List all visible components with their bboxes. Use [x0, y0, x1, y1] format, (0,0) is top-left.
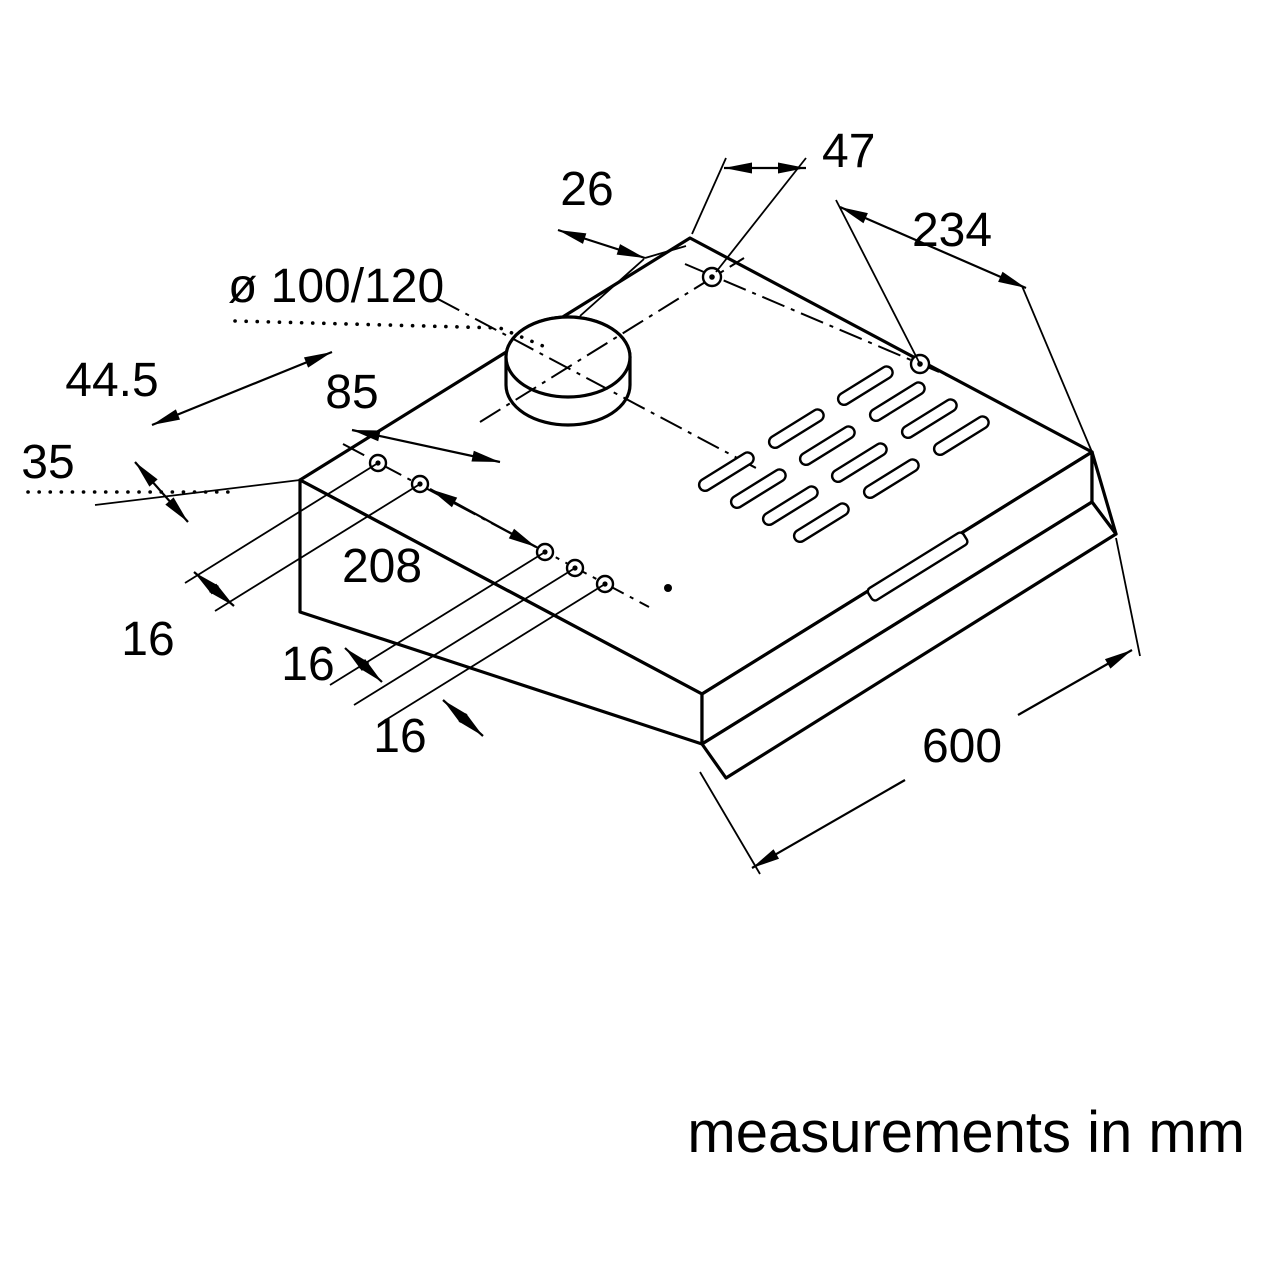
handle-slot-rect — [866, 531, 969, 602]
dim-208-label: 208 — [342, 540, 422, 593]
rear-holes-centerline — [684, 263, 959, 381]
centerline-end-dot — [664, 584, 672, 592]
dimension-44-5: 44.5 — [65, 350, 333, 427]
vent-slot — [798, 425, 856, 467]
dimension-85: 85 — [325, 366, 501, 464]
dim-16a-label: 16 — [121, 613, 174, 666]
dimension-16-group: 16 16 16 — [121, 462, 606, 763]
vent-slot — [868, 381, 926, 423]
vent-slot — [836, 365, 894, 407]
dim-47-ext-line — [715, 157, 807, 273]
dim-26-label: 26 — [560, 163, 613, 216]
vent-slot — [761, 485, 819, 527]
hole-ext-line — [214, 483, 421, 612]
dim-85-line — [351, 428, 501, 464]
dim-44-5-label: 44.5 — [65, 354, 158, 407]
collar-centerline-up — [479, 257, 745, 423]
hole-ext-line — [184, 462, 379, 584]
vent-slot — [900, 398, 958, 440]
vent-slot — [767, 408, 825, 450]
hole-ext-line — [353, 567, 576, 706]
dimension-234: 234 — [835, 199, 1093, 453]
dim-85-label: 85 — [325, 366, 378, 419]
dim-600-ext-line — [699, 771, 761, 875]
handle-slot — [866, 531, 969, 602]
vent-slot — [792, 502, 850, 544]
dim-600-line-right — [1017, 649, 1133, 716]
dim-26-line — [557, 228, 646, 260]
dim-208-line — [429, 488, 537, 548]
dim-234-ext-line — [1021, 285, 1093, 453]
dim-35-ext-line — [94, 479, 301, 506]
dim-47-ext-line — [691, 157, 727, 235]
hole-ext-line — [383, 583, 606, 722]
dim-44-5-line — [151, 350, 333, 427]
dim-35-label: 35 — [21, 436, 74, 489]
dim-600-line-left — [751, 779, 906, 869]
duct-collar — [504, 315, 632, 427]
dim-16c-label: 16 — [373, 710, 426, 763]
dim-16a-line — [193, 571, 235, 607]
vent-slot — [697, 451, 755, 493]
dim-35-line — [134, 461, 189, 523]
dim-47-label: 47 — [822, 125, 875, 178]
dim-16b-line — [344, 647, 383, 683]
dim-16b-label: 16 — [281, 638, 334, 691]
duct-collar-rim — [504, 315, 632, 399]
dimension-35: 35 — [21, 436, 301, 523]
dimension-208: 208 — [342, 488, 537, 593]
dim-600-ext-line — [1115, 537, 1141, 657]
dim-26-ext-line — [644, 245, 687, 259]
dimension-duct-diameter: ø 100/120 — [228, 260, 545, 348]
dim-26-ext-line — [579, 258, 645, 317]
vent-grille — [697, 365, 990, 544]
vent-slot — [862, 458, 920, 500]
dim-600-label: 600 — [922, 720, 1002, 773]
dimension-26: 26 — [557, 163, 687, 317]
vent-slot — [729, 468, 787, 510]
dimension-47: 47 — [691, 125, 875, 273]
vent-slot — [830, 442, 888, 484]
vent-slot — [932, 415, 990, 457]
dim-16c-line — [442, 699, 484, 737]
hood-visor — [700, 500, 1118, 780]
rear-mounting-hole-center — [709, 274, 715, 280]
duct-diameter-leader — [233, 319, 545, 348]
units-note: measurements in mm — [687, 1100, 1245, 1165]
duct-diameter-label: ø 100/120 — [228, 260, 444, 313]
dim-234-label: 234 — [912, 204, 992, 257]
dimension-600: 600 — [699, 537, 1141, 875]
dim-234-line — [839, 205, 1027, 290]
